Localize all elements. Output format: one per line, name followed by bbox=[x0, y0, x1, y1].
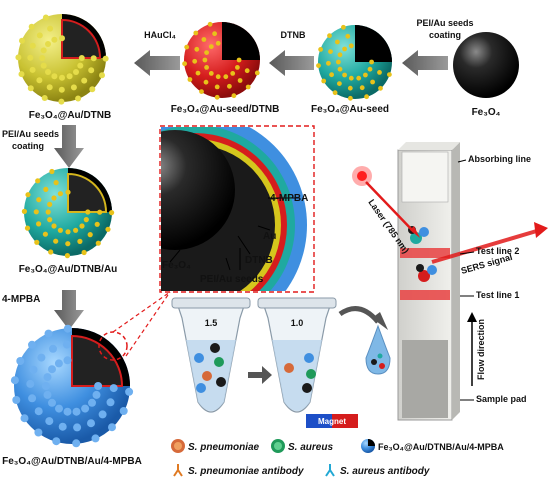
step2-label: DTNB bbox=[281, 30, 306, 40]
legend-spn-label: S. pneumoniae bbox=[188, 442, 260, 453]
test-line-1-band bbox=[400, 290, 450, 300]
label-fe3o4-au-seed-dtnb: Fe₃O₄@Au-seed/DTNB bbox=[171, 104, 280, 115]
sample-pad-label: Sample pad bbox=[476, 394, 527, 404]
final-probe-particle bbox=[10, 324, 134, 448]
legend-probe-label: Fe₃O₄@Au/DTNB/Au/4-MPBA bbox=[378, 442, 504, 452]
inset-label-fe3o4: Fe₃O₄ bbox=[162, 260, 191, 271]
flow-direction-label: Flow direction bbox=[476, 319, 486, 380]
arrow-step-1 bbox=[402, 50, 448, 76]
tube-1 bbox=[171, 297, 251, 413]
step1-label-line1: PEI/Au seeds bbox=[416, 18, 473, 28]
test-line-1-label: Test line 1 bbox=[476, 290, 519, 300]
arrow-step-2 bbox=[269, 50, 314, 76]
absorbing-line-label: Absorbing line bbox=[468, 154, 531, 164]
magnet-label: Magnet bbox=[318, 417, 346, 426]
flow-direction-arrow bbox=[467, 312, 477, 386]
tube-transition-arrow bbox=[248, 366, 272, 384]
sample-droplet bbox=[365, 324, 391, 375]
inset-label-dtnb: DTNB bbox=[245, 255, 273, 266]
label-fe3o4-au-dtnb-au: Fe₃O₄@Au/DTNB/Au bbox=[19, 264, 118, 275]
fe3o4-core-particle bbox=[453, 32, 519, 98]
fe3o4-au-dtnb-particle bbox=[15, 14, 109, 105]
step4-label-line2: coating bbox=[12, 141, 44, 151]
legend-sau-antibody-icon bbox=[325, 464, 335, 477]
legend-spn-antibody-icon bbox=[173, 464, 183, 477]
arrow-step-4 bbox=[54, 125, 84, 168]
legend-probe bbox=[361, 439, 375, 453]
test-line-2-label: Test line 2 bbox=[476, 246, 519, 256]
layer-inset bbox=[159, 125, 315, 293]
fe3o4-au-seed-dtnb-particle bbox=[182, 21, 260, 100]
label-fe3o4-au-dtnb: Fe₃O₄@Au/DTNB bbox=[29, 110, 111, 121]
legend-spn-antibody-label: S. pneumoniae antibody bbox=[188, 466, 304, 477]
fe3o4-au-seed-particle bbox=[316, 24, 392, 101]
legend-spn bbox=[171, 439, 185, 453]
curved-arrow-to-strip bbox=[338, 306, 388, 330]
inset-connector-top bbox=[112, 291, 171, 333]
step5-label: 4-MPBA bbox=[2, 294, 40, 305]
inset-label-pei-au-seeds: PEI/Au seeds bbox=[200, 274, 264, 285]
tube2-volume-label: 1.0 bbox=[291, 318, 304, 328]
label-fe3o4: Fe₃O₄ bbox=[472, 107, 501, 118]
lateral-flow-strip bbox=[397, 142, 460, 421]
step4-label-line1: PEI/Au seeds bbox=[2, 129, 59, 139]
label-fe3o4-au-seed: Fe₃O₄@Au-seed bbox=[311, 104, 389, 115]
inset-connector-bottom bbox=[125, 291, 171, 357]
bound-complex-1 bbox=[416, 264, 437, 282]
step1-label-line2: coating bbox=[429, 30, 461, 40]
test-line-2-band bbox=[400, 248, 450, 258]
tube1-volume-label: 1.5 bbox=[205, 318, 218, 328]
legend-sau bbox=[271, 439, 285, 453]
arrow-step-5 bbox=[54, 290, 84, 330]
magnet bbox=[306, 414, 358, 428]
inset-label-4mpba: 4-MPBA bbox=[270, 193, 308, 204]
tube-2 bbox=[257, 297, 337, 413]
laser-beam bbox=[352, 166, 420, 238]
step3-label: HAuCl₄ bbox=[144, 30, 176, 40]
arrow-step-3 bbox=[134, 50, 180, 76]
legend-sau-label: S. aureus bbox=[288, 442, 333, 453]
inset-label-au: Au bbox=[263, 231, 276, 242]
sers-signal-beam bbox=[431, 222, 548, 264]
fe3o4-au-dtnb-au-particle bbox=[21, 168, 115, 259]
label-final-probe: Fe₃O₄@Au/DTNB/Au/4-MPBA bbox=[2, 456, 142, 467]
legend-sau-antibody-label: S. aureus antibody bbox=[340, 466, 430, 477]
